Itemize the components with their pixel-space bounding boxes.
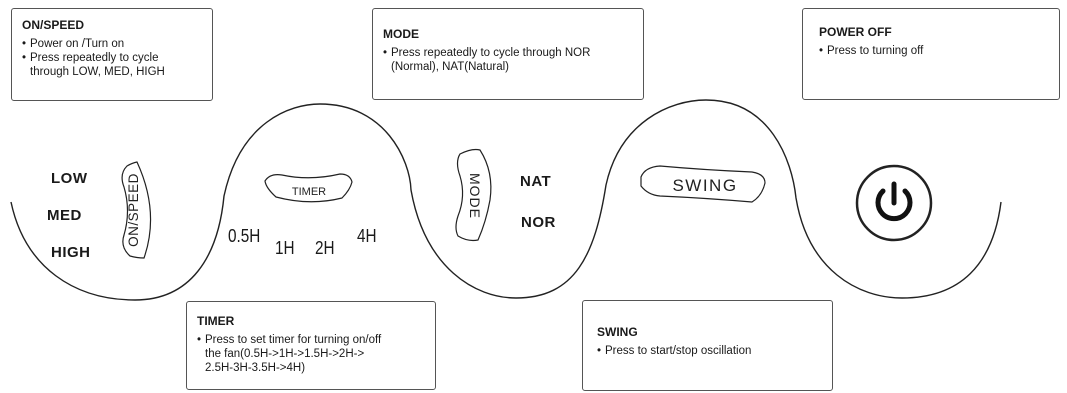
swing-info-title: SWING <box>597 325 638 339</box>
timer-option-0-5h: 0.5H <box>228 226 261 246</box>
poweroff-info-bullet: Press to turning off <box>819 44 1049 58</box>
timer-button-label: TIMER <box>292 186 326 198</box>
onspeed-info-title: ON/SPEED <box>22 18 85 32</box>
onspeed-button[interactable]: ON/SPEED <box>121 161 152 259</box>
speed-level-high: HIGH <box>51 244 91 261</box>
onspeed-info-bullet: Press repeatedly to cycle through LOW, M… <box>22 51 202 79</box>
power-icon <box>875 181 913 222</box>
onspeed-info-box: ON/SPEED Power on /Turn on Press repeate… <box>11 8 213 101</box>
timer-option-2h: 2H <box>315 238 335 258</box>
panel-outline <box>10 99 1002 301</box>
timer-option-1h: 1H <box>275 238 295 258</box>
mode-info-title: MODE <box>383 27 419 41</box>
onspeed-button-label: ON/SPEED <box>126 173 141 247</box>
timer-info-bullet: Press to set timer for turning on/off th… <box>197 333 425 375</box>
speed-level-low: LOW <box>51 170 88 187</box>
mode-button[interactable]: MODE <box>455 148 492 242</box>
swing-info-box: SWING Press to start/stop oscillation <box>582 300 833 391</box>
timer-info-title: TIMER <box>197 314 235 328</box>
swing-button[interactable]: SWING <box>640 165 766 203</box>
poweroff-info-title: POWER OFF <box>819 25 892 39</box>
mode-info-bullet: Press repeatedly to cycle through NOR (N… <box>383 46 633 74</box>
speed-level-med: MED <box>47 207 82 224</box>
timer-button[interactable]: TIMER <box>264 173 353 203</box>
swing-button-label: SWING <box>672 176 737 195</box>
mode-option-nor: NOR <box>521 214 556 231</box>
onspeed-info-bullet: Power on /Turn on <box>22 37 202 51</box>
timer-option-4h: 4H <box>357 226 377 246</box>
swing-info-bullet: Press to start/stop oscillation <box>597 344 822 358</box>
power-button[interactable] <box>855 164 933 242</box>
timer-info-box: TIMER Press to set timer for turning on/… <box>186 301 436 390</box>
mode-option-nat: NAT <box>520 173 552 190</box>
mode-button-label: MODE <box>467 173 483 219</box>
mode-info-box: MODE Press repeatedly to cycle through N… <box>372 8 644 100</box>
poweroff-info-box: POWER OFF Press to turning off <box>802 8 1060 100</box>
